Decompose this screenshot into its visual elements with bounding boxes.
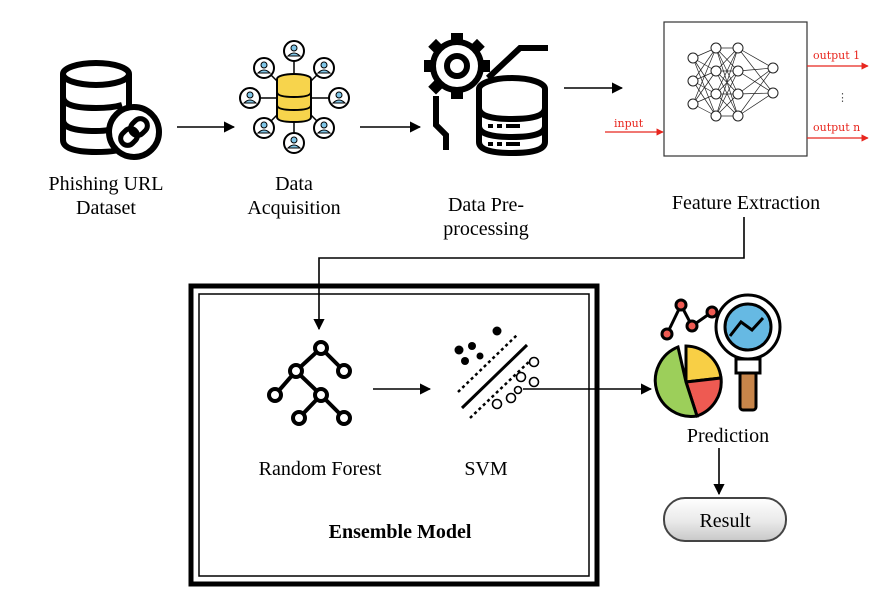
tree-icon (267, 340, 352, 426)
preprocessing-label-line1: Data Pre- (447, 194, 525, 216)
network-output-n-label: output n (813, 121, 860, 134)
acquisition-label: Data Acquisition (226, 172, 362, 220)
network-ellipsis: ⋮ (837, 91, 848, 104)
svm-label: SVM (464, 458, 508, 480)
neural-network-icon: input output 1 output n ⋮ (605, 21, 869, 157)
acquisition-label-line2: Acquisition (247, 197, 341, 219)
prediction-analytics-icon (653, 293, 782, 418)
preprocessing-label-line2: processing (443, 218, 529, 240)
network-output-1-label: output 1 (813, 49, 860, 62)
prediction-label: Prediction (686, 425, 770, 447)
result-label: Result (699, 510, 751, 532)
data-acquisition-icon (239, 40, 350, 154)
ensemble-model-label: Ensemble Model (328, 521, 472, 543)
random-forest-label: Random Forest (258, 458, 382, 480)
network-input-label: input (614, 117, 644, 130)
svm-icon (454, 326, 540, 419)
dataset-label-line2: Dataset (76, 197, 136, 219)
database-link-icon (60, 60, 162, 160)
dataset-label: Phishing URL Dataset (33, 172, 179, 220)
ensemble-model-box (188, 283, 600, 587)
gear-database-icon (424, 33, 548, 157)
acquisition-label-line1: Data (275, 173, 313, 195)
preprocessing-label: Data Pre- processing (418, 193, 554, 241)
dataset-label-line1: Phishing URL (48, 173, 164, 195)
feature-extraction-label: Feature Extraction (671, 192, 821, 214)
result-node: Result (663, 497, 787, 542)
